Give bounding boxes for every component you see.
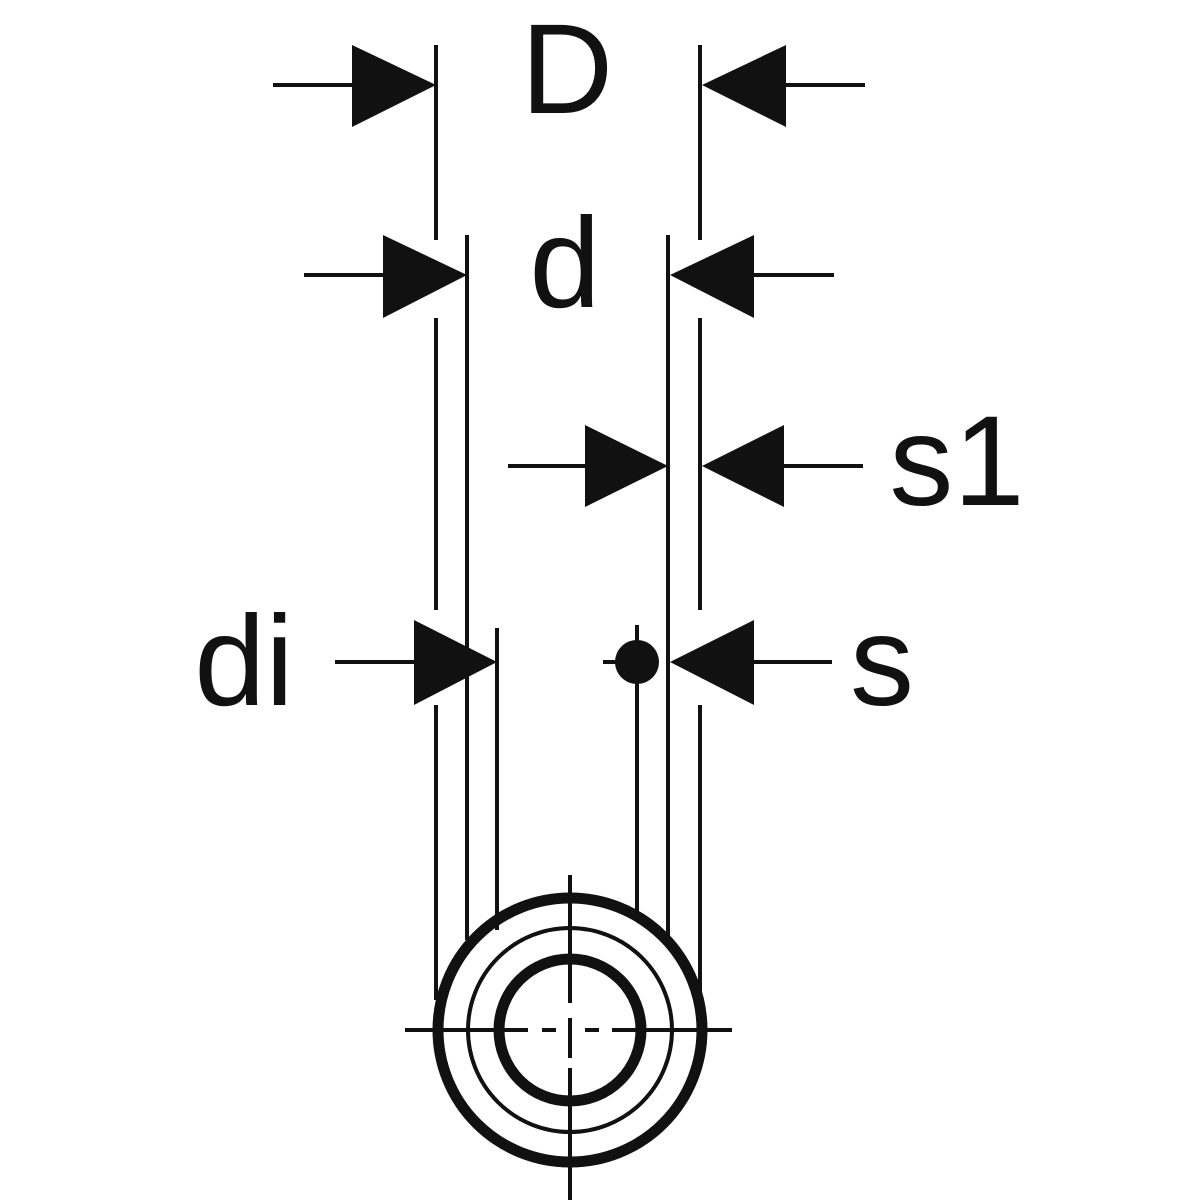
arrow-s-right xyxy=(670,620,754,705)
label-inner-diameter: di xyxy=(194,590,294,733)
label-wall-thickness-outer: s1 xyxy=(889,390,1024,533)
arrow-D-right xyxy=(702,45,786,127)
label-outer-diameter: D xyxy=(521,0,613,141)
arrowheads xyxy=(352,45,786,705)
arrow-d-left xyxy=(383,235,467,318)
centerlines xyxy=(405,875,732,1200)
arrow-d-right xyxy=(670,235,754,318)
arrow-di-left xyxy=(414,620,497,705)
dimension-lines xyxy=(273,83,865,664)
arrow-D-left xyxy=(352,45,436,127)
label-pipe-diameter: d xyxy=(529,192,600,335)
arrow-s1-left xyxy=(585,425,668,507)
extension-lines xyxy=(434,45,702,1000)
arrow-s1-right xyxy=(702,425,784,507)
label-wall-thickness: s xyxy=(850,590,914,733)
wall-thickness-dot xyxy=(615,640,659,684)
